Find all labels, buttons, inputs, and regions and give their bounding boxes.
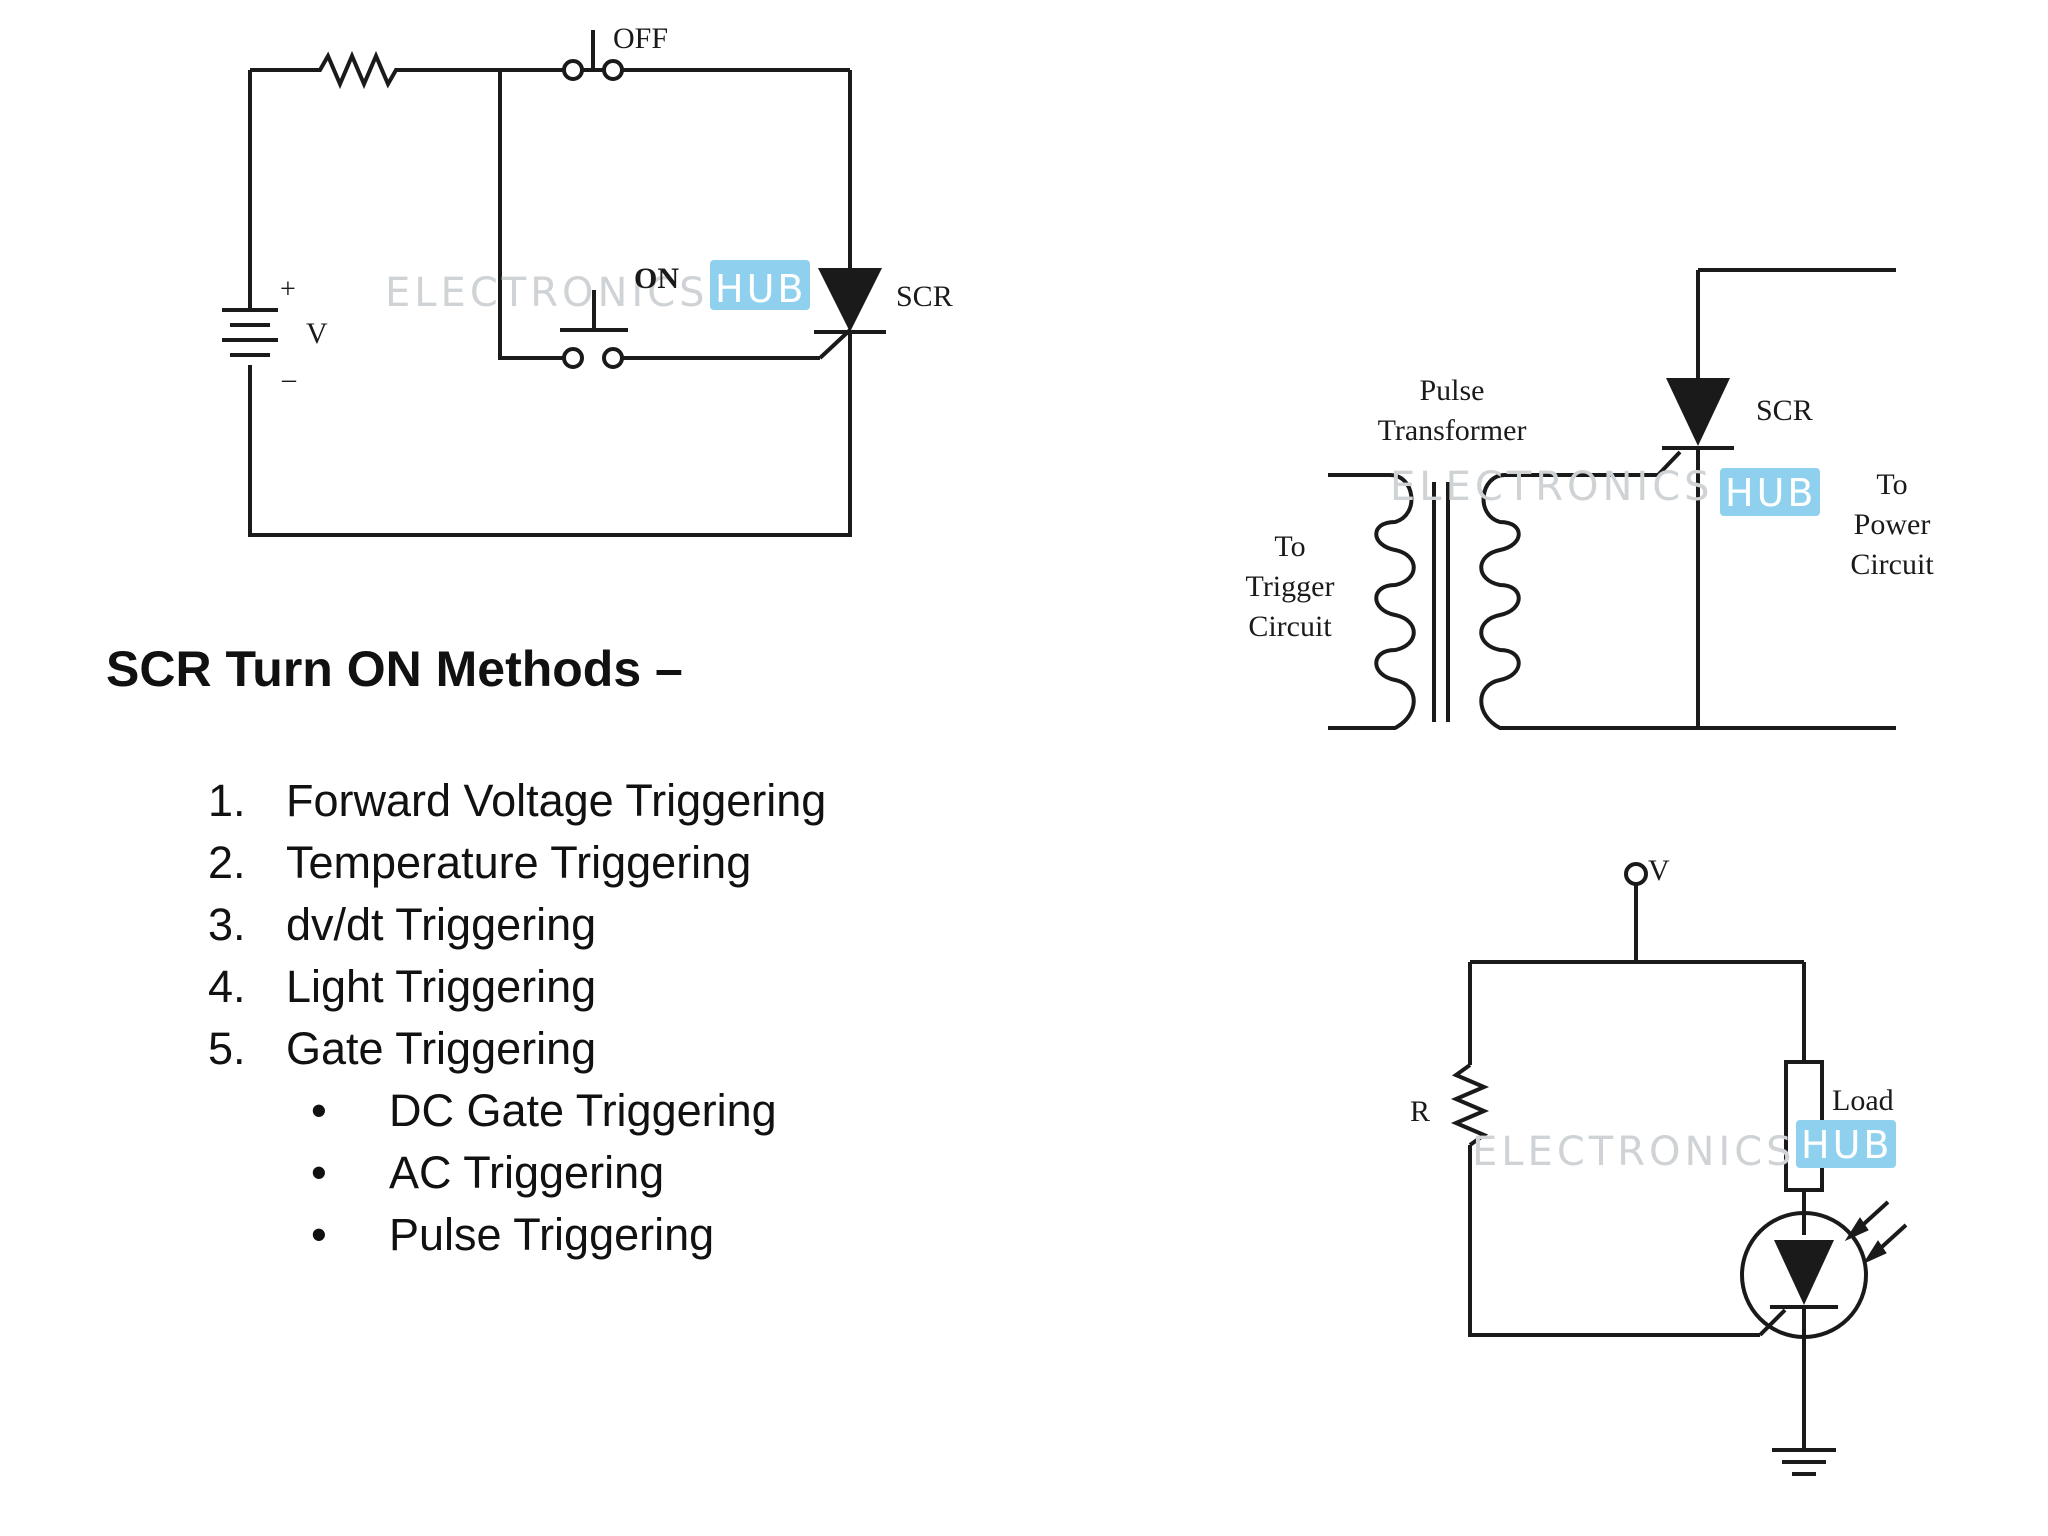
off-switch-contact-left: [562, 59, 584, 81]
pulse-transformer-label-line2: Transformer: [1378, 414, 1527, 447]
left-bottom-wire: [1468, 1145, 1760, 1337]
watermark-text: ELECTRONICS: [385, 270, 709, 316]
off-label: OFF: [613, 22, 668, 55]
pulse-transformer-diagram: ELECTRONICS HUB Pulse Transformer SCR To…: [1246, 268, 1934, 730]
resistor: [250, 50, 500, 90]
off-switch-contact-right: [602, 59, 624, 81]
watermark-hub: HUB: [715, 267, 806, 311]
watermark: ELECTRONICS HUB: [1472, 1120, 1896, 1175]
list-number: 2.: [208, 837, 246, 888]
sub-list-label: Pulse Triggering: [389, 1209, 715, 1260]
trigger-circuit-label-line2: Trigger: [1246, 570, 1335, 603]
watermark: ELECTRONICS HUB: [1390, 464, 1820, 516]
light-arrows-icon: [1844, 1200, 1908, 1265]
bullet: •: [311, 1209, 327, 1260]
off-switch: [500, 30, 850, 72]
anode-wire: [1696, 268, 1896, 380]
list-item: 3. dv/dt Triggering: [208, 894, 826, 956]
watermark: ELECTRONICS HUB: [385, 260, 810, 316]
sub-list-item: • Pulse Triggering: [208, 1204, 826, 1266]
list-label: Gate Triggering: [286, 1023, 597, 1074]
resistor: [1450, 1063, 1490, 1147]
bottom-wire: [248, 330, 852, 537]
list-item: 2. Temperature Triggering: [208, 832, 826, 894]
power-circuit-label-line3: Circuit: [1850, 548, 1934, 581]
power-circuit-label-line2: Power: [1854, 508, 1931, 541]
watermark-text: ELECTRONICS: [1390, 464, 1714, 510]
list-label: Forward Voltage Triggering: [286, 775, 827, 826]
sub-list-item: • AC Triggering: [208, 1142, 826, 1204]
on-switch-contact-left: [562, 347, 584, 369]
bullet: •: [311, 1147, 327, 1198]
bullet: •: [311, 1085, 327, 1136]
scr-gate-wire: [818, 328, 852, 360]
battery-minus-label: –: [281, 364, 297, 395]
gate-wire: [1505, 450, 1682, 477]
list-number: 5.: [208, 1023, 246, 1074]
light-trigger-diagram: ELECTRONICS HUB V R Load: [1410, 854, 1908, 1476]
ground-symbol: [1772, 1448, 1836, 1476]
power-circuit-label-line1: To: [1876, 468, 1907, 501]
methods-list: 1. Forward Voltage Triggering 2. Tempera…: [208, 770, 826, 1266]
sub-list-label: DC Gate Triggering: [389, 1085, 777, 1136]
list-number: 4.: [208, 961, 246, 1012]
trigger-circuit-label-line1: To: [1274, 530, 1305, 563]
scr-label: SCR: [1756, 394, 1813, 427]
gate-wire: [1758, 1308, 1787, 1337]
primary-coil: [1374, 473, 1416, 730]
battery: [222, 308, 278, 357]
trigger-circuit-label-line3: Circuit: [1248, 610, 1332, 643]
list-item: 5. Gate Triggering: [208, 1018, 826, 1080]
transformer-core: [1432, 482, 1450, 722]
scr-symbol: [1666, 378, 1730, 446]
page-title: SCR Turn ON Methods –: [106, 641, 683, 697]
battery-plus-label: +: [280, 274, 296, 305]
branch-wire: [498, 70, 560, 360]
list-number: 1.: [208, 775, 246, 826]
watermark-text: ELECTRONICS: [1472, 1129, 1796, 1175]
scr-symbol: [818, 268, 882, 332]
list-item: 1. Forward Voltage Triggering: [208, 770, 826, 832]
watermark-hub: HUB: [1725, 471, 1816, 515]
scr-label: SCR: [896, 280, 953, 313]
pulse-transformer-label-line1: Pulse: [1419, 374, 1484, 407]
resistor-r-label: R: [1410, 1095, 1430, 1128]
watermark-hub: HUB: [1801, 1123, 1892, 1167]
on-switch-contact-right: [602, 347, 624, 369]
on-label: ON: [634, 262, 679, 295]
list-label: dv/dt Triggering: [286, 899, 597, 950]
sub-list-label: AC Triggering: [389, 1147, 665, 1198]
scr-symbol: [1774, 1240, 1834, 1305]
load-label: Load: [1832, 1084, 1894, 1117]
sub-list-item: • DC Gate Triggering: [208, 1080, 826, 1142]
list-label: Temperature Triggering: [286, 837, 752, 888]
list-item: 4. Light Triggering: [208, 956, 826, 1018]
list-number: 3.: [208, 899, 246, 950]
list-label: Light Triggering: [286, 961, 597, 1012]
secondary-coil: [1479, 473, 1521, 730]
supply-v-label: V: [1648, 854, 1670, 887]
supply-terminal: [1624, 862, 1648, 886]
battery-v-label: V: [306, 317, 328, 350]
switch-trigger-circuit-diagram: ELECTRONICS HUB OFF ON SCR + V –: [222, 22, 953, 537]
